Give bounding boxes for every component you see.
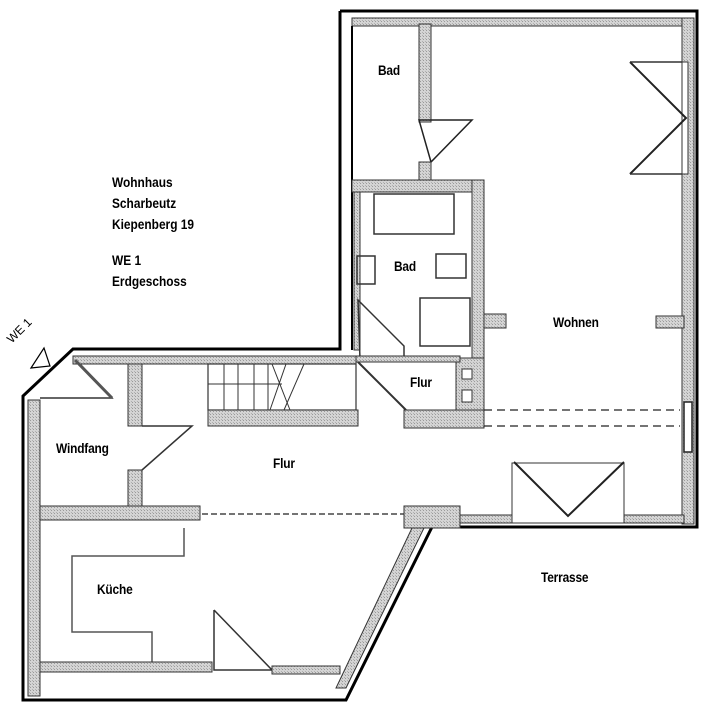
stair-step bbox=[269, 363, 287, 411]
room-label-windfang: Windfang bbox=[56, 440, 109, 456]
triangle-entrance-icon bbox=[29, 346, 51, 369]
terrace-door-frame bbox=[511, 462, 625, 524]
wall-bad2-stub bbox=[483, 313, 507, 329]
bathtub-icon bbox=[373, 193, 455, 235]
building-name: Wohnhaus bbox=[112, 174, 173, 190]
room-label-flur-main: Flur bbox=[273, 455, 295, 471]
room-label-wohnen: Wohnen bbox=[553, 314, 599, 330]
stair-step bbox=[283, 363, 305, 411]
wall-flur-small-bottom bbox=[403, 409, 485, 429]
wall-corridor-top bbox=[72, 355, 357, 365]
room-label-bad-2: Bad bbox=[394, 258, 416, 274]
shower-icon bbox=[419, 297, 471, 347]
wall-top bbox=[351, 17, 695, 27]
room-label-flur-small: Flur bbox=[410, 374, 432, 390]
wall-flur-small-top bbox=[355, 355, 461, 363]
wall-windfang-right bbox=[127, 363, 143, 427]
washbasin-icon bbox=[435, 253, 467, 279]
room-label-bad-1: Bad bbox=[378, 62, 400, 78]
door-bad-2 bbox=[357, 298, 405, 361]
stair-landing bbox=[207, 409, 359, 427]
stairs bbox=[207, 363, 357, 411]
wall-bad-wohnen bbox=[418, 23, 432, 123]
wall-kitchen-bottom-right bbox=[271, 665, 341, 675]
door-entrance-edge bbox=[73, 358, 114, 400]
terrace-door-swing bbox=[513, 461, 625, 518]
door-windfang bbox=[141, 425, 194, 471]
door-bad-1 bbox=[418, 119, 474, 164]
wall-wohnen-stub bbox=[655, 315, 685, 329]
door-wohnen-top bbox=[629, 61, 688, 175]
wall-kitchen-top bbox=[39, 505, 201, 521]
socket-2-icon bbox=[461, 389, 473, 403]
floor-label: Erdgeschoss bbox=[112, 273, 187, 289]
room-label-kueche: Küche bbox=[97, 581, 133, 597]
sink-icon bbox=[356, 255, 376, 285]
wall-diagonal bbox=[335, 527, 425, 689]
wall-bad2-top bbox=[351, 179, 485, 193]
wall-windfang-stub bbox=[127, 469, 143, 507]
wall-bottom-wohnen-right bbox=[623, 514, 685, 524]
door-flur-small bbox=[357, 361, 407, 411]
window-right bbox=[683, 401, 693, 453]
wall-kitchen-bottom bbox=[39, 661, 213, 673]
outer-wall bbox=[21, 9, 699, 702]
unit-label: WE 1 bbox=[112, 252, 142, 268]
title-block: Wohnhaus Scharbeutz Kiepenberg 19 WE 1 E… bbox=[112, 172, 208, 292]
town-name: Scharbeutz bbox=[112, 195, 177, 211]
wall-stub-bad bbox=[418, 161, 432, 181]
address: Kiepenberg 19 bbox=[112, 216, 195, 232]
socket-1-icon bbox=[461, 368, 473, 380]
door-kitchen bbox=[213, 609, 274, 671]
wall-left-lower bbox=[27, 399, 41, 697]
kitchen-counter bbox=[71, 528, 185, 664]
room-label-terrasse: Terrasse bbox=[541, 569, 589, 585]
wall-pillar bbox=[403, 505, 461, 529]
